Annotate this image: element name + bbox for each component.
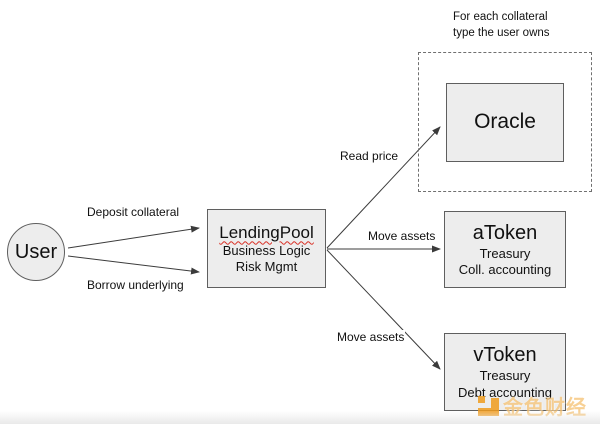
edge-user-borrow [67, 255, 200, 275]
edge-label-deposit-collateral: Deposit collateral [86, 205, 181, 219]
lendingpool-line3: Risk Mgmt [235, 259, 298, 275]
collateral-note: For each collateral type the user owns [453, 9, 550, 41]
lendingpool-line2: Business Logic [222, 242, 311, 258]
node-oracle: Oracle [446, 83, 564, 162]
lendingpool-title: LendingPool [219, 222, 314, 242]
atoken-title: aToken [472, 221, 538, 244]
vtoken-line3: Debt accounting [458, 384, 552, 400]
node-vtoken: vToken Treasury Debt accounting [444, 333, 566, 411]
node-lendingpool: LendingPool Business Logic Risk Mgmt [207, 209, 326, 288]
edge-label-move-assets-vtoken: Move assets [336, 330, 406, 344]
edge-user-deposit [67, 225, 200, 249]
atoken-line2: Treasury [479, 245, 531, 261]
edge-label-move-assets-atoken: Move assets [367, 229, 437, 243]
vtoken-line2: Treasury [479, 368, 531, 384]
atoken-line3: Coll. accounting [458, 262, 552, 277]
edge-read-price [326, 126, 441, 249]
edge-move-assets-vtoken [326, 249, 441, 370]
user-label: User [14, 240, 58, 263]
oracle-label: Oracle [474, 110, 536, 134]
edge-label-read-price: Read price [339, 149, 400, 163]
node-user: User [7, 223, 65, 281]
edge-label-borrow-underlying: Borrow underlying [86, 278, 185, 292]
collateral-note-line1: For each collateral [453, 11, 548, 23]
per-collateral-dashed-region [418, 52, 592, 192]
node-atoken: aToken Treasury Coll. accounting [444, 211, 566, 288]
vtoken-title: vToken [473, 344, 537, 367]
collateral-note-line2: type the user owns [453, 27, 550, 39]
bottom-fade [0, 411, 600, 424]
